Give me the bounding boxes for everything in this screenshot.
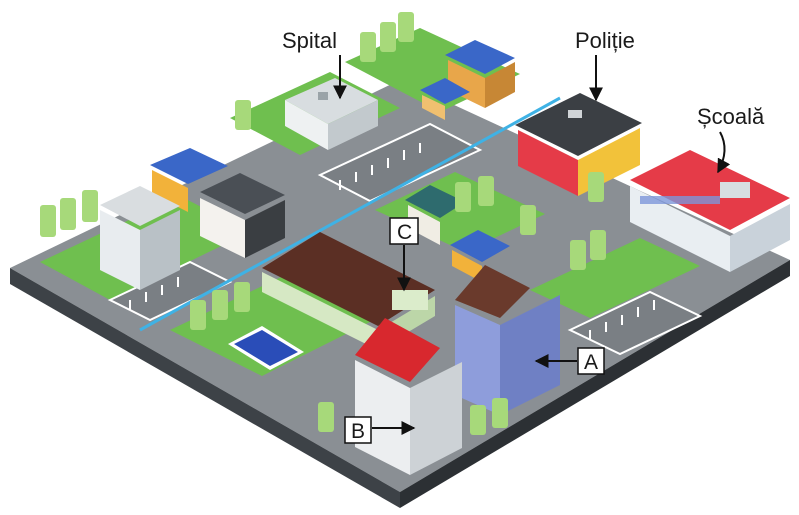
left-office-buildings — [100, 148, 285, 290]
center-houses — [405, 185, 510, 282]
canal — [139, 96, 561, 332]
building-a — [455, 265, 560, 415]
label-c-box — [389, 217, 419, 245]
annotations: Spital Poliție Școală C A B — [282, 28, 765, 444]
label-b-box — [344, 416, 372, 444]
parking-lots — [107, 122, 703, 356]
school-building — [630, 150, 790, 272]
trees — [40, 12, 606, 435]
swimming-pool — [228, 326, 304, 370]
label-a: A — [584, 351, 598, 374]
label-a-box — [577, 347, 605, 375]
blue-roof-houses — [420, 40, 515, 120]
label-c: C — [397, 221, 412, 244]
label-spital: Spital — [282, 28, 337, 53]
building-b — [355, 318, 462, 475]
label-b: B — [351, 420, 365, 443]
hospital-building — [285, 78, 378, 150]
label-politie: Poliție — [575, 28, 635, 53]
label-scoala: Școală — [697, 104, 765, 129]
